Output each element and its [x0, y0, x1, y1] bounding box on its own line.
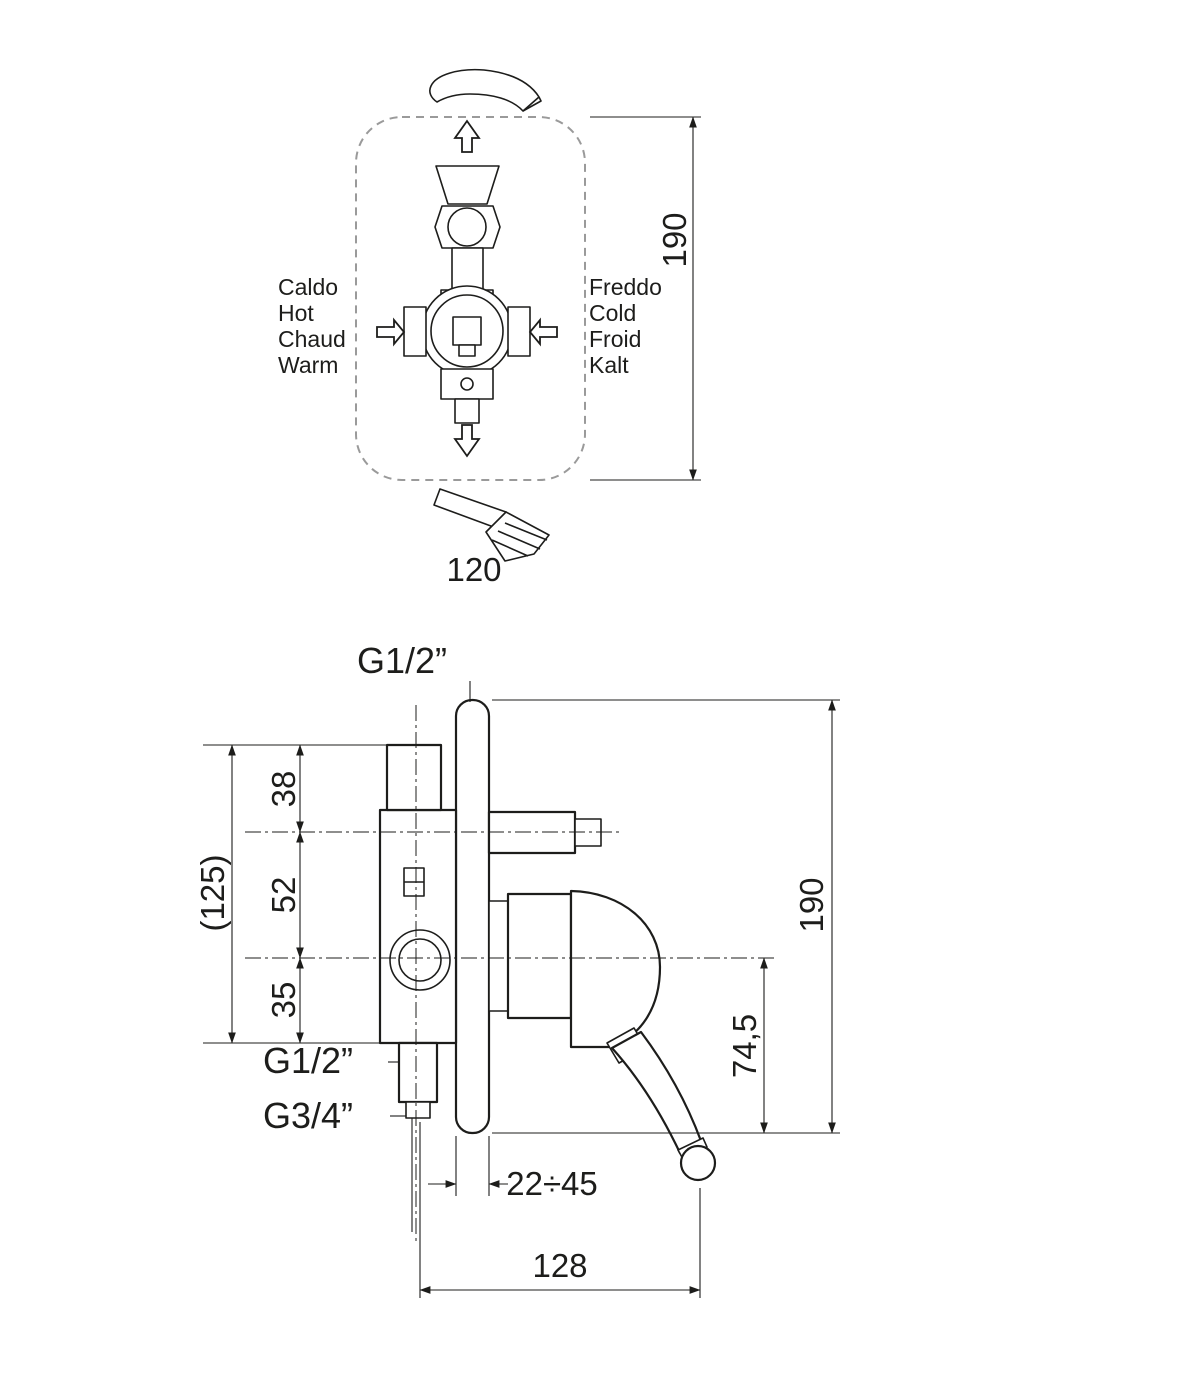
mounting-box-outline	[355, 116, 586, 481]
shower-head-drawing	[433, 488, 550, 562]
hot-label-line-2: Hot	[278, 300, 314, 326]
cartridge-and-handle	[488, 889, 717, 1182]
dim-128: 128	[532, 1247, 587, 1284]
arrow-cold-in-icon	[528, 317, 558, 347]
dim-wall-range: 22÷45	[506, 1165, 598, 1202]
front-height-dimension: 190	[590, 116, 701, 481]
top-thread-label: G1/2”	[357, 640, 447, 681]
left-dimensions: 38 52 35 (125)	[194, 744, 387, 1044]
dim-35: 35	[265, 982, 302, 1019]
arrow-up-icon	[453, 119, 481, 153]
hot-label: Caldo Hot Chaud Warm	[278, 274, 346, 378]
cold-label: Freddo Cold Froid Kalt	[589, 274, 662, 378]
front-height-value: 190	[656, 212, 693, 267]
bottom-thread-callouts: G1/2” G3/4”	[263, 1040, 406, 1136]
handle-dome	[569, 889, 662, 1049]
wall-range-dimension: 22÷45	[428, 1136, 598, 1202]
arrow-hot-in-icon	[376, 317, 406, 347]
bottom-thread-g34-label: G3/4”	[263, 1095, 353, 1136]
dim-52: 52	[265, 877, 302, 914]
dim-190-side: 190	[793, 877, 830, 932]
centerlines	[245, 705, 778, 1245]
dim-74-5: 74,5	[726, 1014, 763, 1078]
depth-dimension: 128	[419, 1122, 701, 1298]
hot-label-line-3: Chaud	[278, 326, 346, 352]
top-thread-callout: G1/2”	[357, 640, 471, 702]
hot-label-line-1: Caldo	[278, 274, 338, 300]
valve-body	[378, 743, 458, 1232]
flow-arrows	[376, 119, 558, 458]
front-view: Caldo Hot Chaud Warm Freddo Cold Froid K…	[278, 68, 701, 588]
lever-handle	[610, 1030, 703, 1155]
arrow-down-icon	[453, 424, 481, 458]
tub-spout-drawing	[429, 68, 542, 112]
cold-label-line-4: Kalt	[589, 352, 629, 378]
bottom-thread-g12-label: G1/2”	[263, 1040, 353, 1081]
hot-label-line-4: Warm	[278, 352, 338, 378]
handle-ball-end	[679, 1144, 717, 1182]
cold-label-line-2: Cold	[589, 300, 636, 326]
side-view: G1/2” 38 52 35 (125) 190 74,5	[194, 640, 840, 1298]
front-width-value: 120	[446, 551, 501, 588]
dim-125-total: (125)	[194, 854, 231, 931]
plate-height-dimension: 190	[492, 699, 840, 1134]
handle-drop-dimension: 74,5	[726, 957, 768, 1134]
dim-38: 38	[265, 771, 302, 808]
cold-label-line-3: Froid	[589, 326, 641, 352]
cold-label-line-1: Freddo	[589, 274, 662, 300]
escutcheon-plate	[454, 698, 491, 1135]
valve-schematic	[403, 165, 531, 424]
